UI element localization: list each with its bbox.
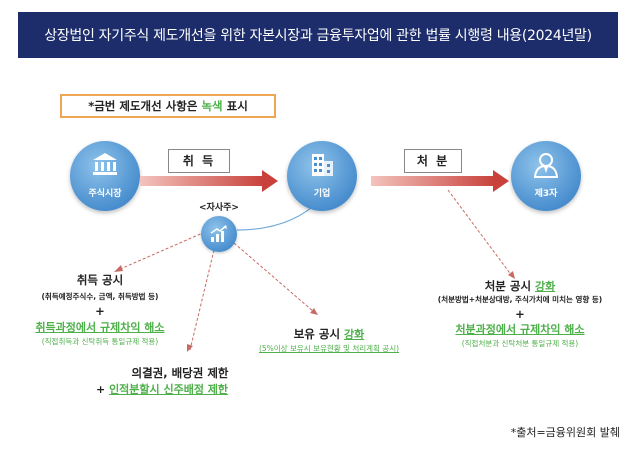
holding-title: 보유 공시 [293,327,345,341]
rights-line2: 인적분할시 신주배정 제한 [109,383,229,396]
notice-box: *금번 제도개선 사항은 녹색 표시 [60,94,276,118]
holding-detail: (5%이상 보유시 보유현황 및 처리계획 공시) [258,344,400,353]
disposal-plus: + [515,307,525,321]
market-label: 주식시장 [88,189,122,199]
company-node: 기업 [287,141,357,211]
disposal-improvement-detail: (직접처분과 신탁처분 통일규제 적용) [461,339,579,348]
connector-disposal [447,189,513,277]
disposal-title-row: 처분 공시 강화 [430,278,610,294]
bank-icon [93,153,117,175]
holding-title-green: 강화 [344,328,365,341]
disposal-detail: (처분방법+처분상대방, 주식가치에 미치는 영향 등) [437,295,603,304]
dispose-tag: 처 분 [404,149,462,173]
acquire-arrow-shaft [140,176,264,186]
notice-suffix: 표시 [222,99,248,113]
connector-holding [233,242,315,313]
company-label: 기업 [313,189,331,199]
person-icon [533,153,559,178]
treasury-node [201,216,237,252]
disposal-title-green: 강화 [535,280,556,293]
source-note: *출처=금융위원회 발췌 [510,426,620,439]
notice-highlight: 녹색 [201,99,223,113]
rights-plus: + [96,383,106,396]
third-party-label: 제3자 [534,189,558,199]
connector-acquisition-head [114,265,123,272]
acquisition-plus: + [95,304,105,318]
third-party-node: 제3자 [511,141,581,211]
disposal-title: 처분 공시 [484,279,536,293]
building-icon [312,154,333,176]
connector-rights-head [187,344,193,352]
market-node: 주식시장 [70,141,140,211]
acquisition-improvement-detail: (직접취득과 신탁취득 통일규제 적용) [41,337,159,346]
connector-rights [189,249,215,351]
acquisition-detail: (취득예정주식수, 금액, 취득방법 등) [41,292,159,301]
chart-growth-icon [210,225,227,242]
holding-title-row: 보유 공시 강화 [244,326,414,342]
acquire-arrow-head [262,170,278,192]
disposal-improvement: 처분과정에서 규제차익 해소 [455,323,585,336]
connector-disposal-head [508,271,515,279]
rights-line1: 의결권, 배당권 제한 [131,366,229,380]
dispose-arrow-shaft [371,176,495,186]
connector-acquisition [117,231,206,271]
notice-prefix: *금번 제도개선 사항은 [88,99,202,113]
connector-holding-head [310,308,318,315]
header-banner: 상장법인 자기주식 제도개선을 위한 자본시장과 금융투자업에 관한 법률 시행… [18,12,618,58]
header-title: 상장법인 자기주식 제도개선을 위한 자본시장과 금융투자업에 관한 법률 시행… [44,28,592,44]
treasury-label: <자사주> [199,203,239,213]
rights-line2-row: + 인적분할시 신주배정 제한 [96,381,276,397]
acquisition-title: 취득 공시 [76,273,124,287]
dispose-arrow-head [493,170,509,192]
acquisition-improvement: 취득과정에서 규제차익 해소 [35,321,165,334]
acquire-tag: 취 득 [168,149,230,173]
